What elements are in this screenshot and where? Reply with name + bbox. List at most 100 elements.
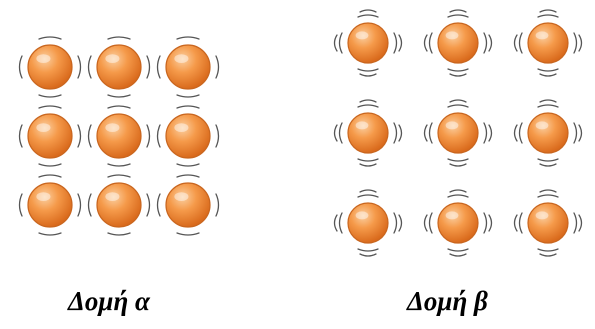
atom-1-1: [18, 36, 82, 98]
atom-highlight: [535, 121, 549, 130]
vibration-mark-bottom: [176, 232, 200, 236]
vibration-mark-left-outer: [423, 214, 428, 232]
atom-2-2: [423, 99, 493, 167]
vibration-mark-bottom-outer: [449, 163, 467, 167]
atom-3-3: [156, 174, 220, 236]
vibration-mark-right: [573, 122, 578, 144]
vibration-mark-left: [156, 55, 161, 79]
vibration-mark-bottom-outer: [539, 73, 557, 77]
atom-highlight: [174, 54, 189, 64]
atom-sphere: [527, 202, 569, 244]
atom-1-2: [423, 9, 493, 77]
atom-sphere: [96, 44, 142, 90]
vibration-mark-top-outer: [359, 189, 377, 193]
vibration-mark-top: [357, 104, 379, 108]
atom-highlight: [36, 123, 51, 133]
vibration-mark-top: [447, 104, 469, 108]
vibration-mark-right: [573, 212, 578, 234]
vibration-mark-top-outer: [449, 189, 467, 193]
vibration-mark-top: [537, 104, 559, 108]
structure-alpha-caption: Δομή α: [68, 286, 150, 316]
atom-highlight: [445, 31, 459, 40]
vibration-mark-left-outer: [423, 34, 428, 52]
vibration-mark-top: [176, 36, 200, 40]
vibration-mark-left: [338, 32, 343, 54]
structure-beta-diagram: [333, 9, 583, 257]
vibration-mark-top: [176, 174, 200, 178]
vibration-mark-right: [215, 124, 220, 148]
atom-2-1: [18, 105, 82, 167]
atom-1-3: [513, 9, 583, 77]
vibration-mark-right: [393, 212, 398, 234]
vibration-mark-right: [146, 55, 151, 79]
vibration-mark-top: [357, 14, 379, 18]
vibration-mark-bottom-outer: [359, 163, 377, 167]
vibration-mark-bottom: [537, 248, 559, 252]
atom-highlight: [174, 123, 189, 133]
vibration-mark-bottom: [447, 68, 469, 72]
vibration-mark-top-outer: [449, 9, 467, 13]
vibration-mark-left-outer: [333, 124, 338, 142]
vibration-mark-left: [428, 32, 433, 54]
vibration-mark-top: [107, 105, 131, 109]
vibration-mark-right: [483, 32, 488, 54]
vibration-mark-right: [146, 193, 151, 217]
vibration-mark-left: [428, 212, 433, 234]
atom-highlight: [174, 192, 189, 202]
vibration-mark-right: [483, 122, 488, 144]
atom-highlight: [355, 211, 369, 220]
atom-sphere: [527, 22, 569, 64]
atom-highlight: [445, 211, 459, 220]
vibration-mark-left: [428, 122, 433, 144]
vibration-mark-left: [87, 193, 92, 217]
vibration-mark-bottom: [447, 248, 469, 252]
vibration-mark-top-outer: [449, 99, 467, 103]
vibration-mark-top: [176, 105, 200, 109]
vibration-mark-bottom: [537, 158, 559, 162]
vibration-mark-bottom-outer: [359, 73, 377, 77]
vibration-mark-top: [107, 36, 131, 40]
vibration-mark-right-outer: [578, 214, 583, 232]
vibration-mark-top-outer: [359, 9, 377, 13]
atom-1-1: [333, 9, 403, 77]
vibration-mark-left: [518, 122, 523, 144]
vibration-mark-left-outer: [333, 214, 338, 232]
vibration-mark-right-outer: [488, 124, 493, 142]
vibration-mark-top: [357, 194, 379, 198]
atom-2-3: [513, 99, 583, 167]
vibration-mark-left-outer: [423, 124, 428, 142]
vibration-mark-bottom: [38, 232, 62, 236]
vibration-mark-top: [107, 174, 131, 178]
vibration-mark-top: [537, 194, 559, 198]
atom-1-2: [87, 36, 151, 98]
structure-alpha-lattice: [14, 28, 228, 243]
vibration-mark-top: [447, 14, 469, 18]
atom-highlight: [535, 211, 549, 220]
atom-2-1: [333, 99, 403, 167]
vibration-mark-top-outer: [539, 99, 557, 103]
vibration-mark-right-outer: [398, 34, 403, 52]
vibration-mark-left: [338, 122, 343, 144]
atom-3-3: [513, 189, 583, 257]
atom-3-2: [423, 189, 493, 257]
vibration-mark-bottom: [357, 68, 379, 72]
atom-sphere: [347, 202, 389, 244]
vibration-mark-right-outer: [578, 34, 583, 52]
vibration-mark-left-outer: [513, 34, 518, 52]
vibration-mark-bottom-outer: [449, 253, 467, 257]
structure-alpha-diagram: [18, 36, 220, 236]
vibration-mark-bottom: [107, 94, 131, 98]
vibration-mark-right-outer: [488, 214, 493, 232]
vibration-mark-left: [87, 124, 92, 148]
vibration-mark-bottom: [447, 158, 469, 162]
atom-sphere: [437, 22, 479, 64]
vibration-mark-bottom: [38, 94, 62, 98]
structure-beta-caption: Δομή β: [407, 286, 488, 316]
vibration-mark-top: [447, 194, 469, 198]
atom-sphere: [27, 113, 73, 159]
vibration-mark-left: [156, 193, 161, 217]
atom-sphere: [96, 182, 142, 228]
vibration-mark-right-outer: [398, 214, 403, 232]
vibration-mark-right: [483, 212, 488, 234]
